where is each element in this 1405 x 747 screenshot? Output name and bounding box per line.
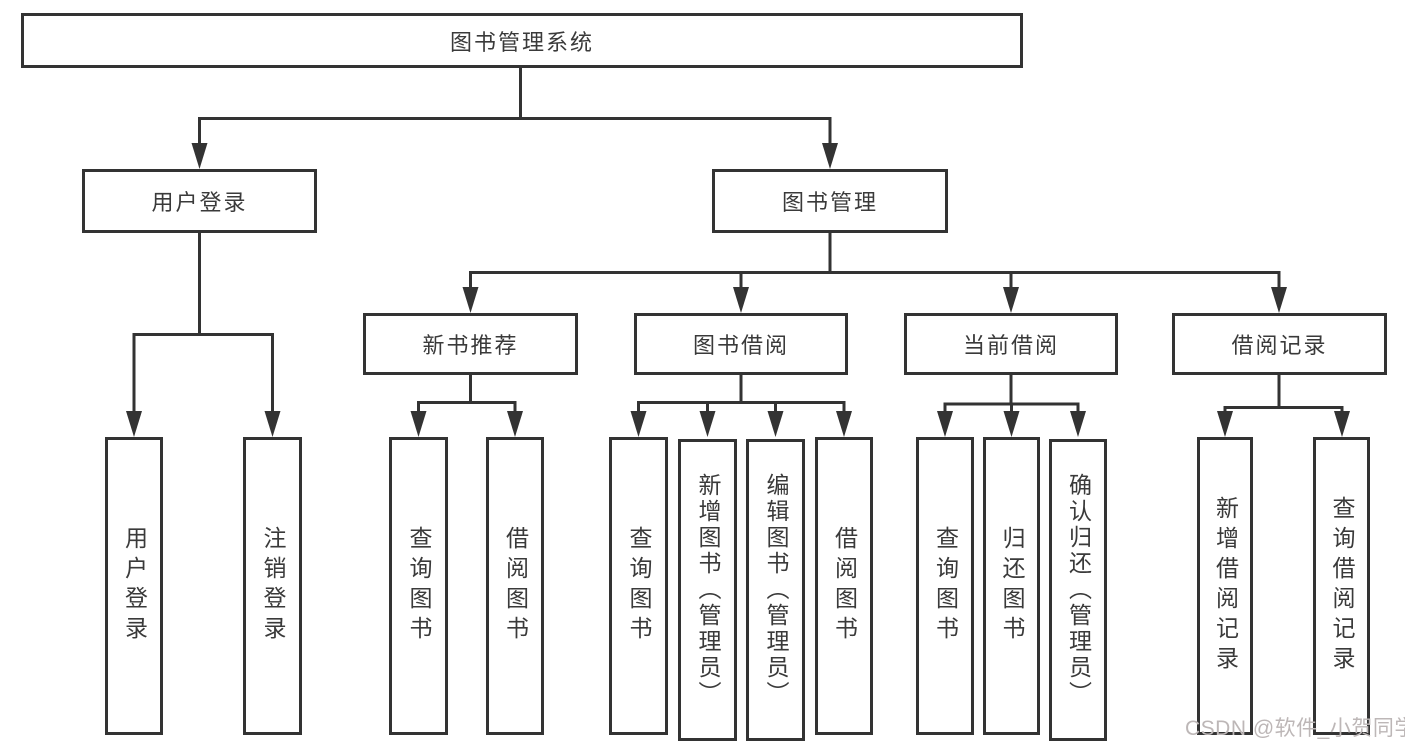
leaf-query-books-3: 查询图书 (916, 437, 974, 735)
leaf-query-books-1: 查询图书 (389, 437, 448, 735)
node-current-borrowing: 当前借阅 (904, 313, 1118, 375)
leaf-logout: 注销登录 (243, 437, 302, 735)
leaf-edit-books-admin: 编辑图书（管理员） (746, 439, 805, 741)
node-book-borrowing: 图书借阅 (634, 313, 848, 375)
leaf-add-borrow-record: 新增借阅记录 (1197, 437, 1253, 735)
leaf-return-books: 归还图书 (983, 437, 1040, 735)
csdn-watermark: CSDN @软件_小贺同学 (1185, 717, 1405, 740)
leaf-query-books-2: 查询图书 (609, 437, 668, 735)
node-new-book-recommendation: 新书推荐 (363, 313, 578, 375)
node-library-system: 图书管理系统 (21, 13, 1023, 68)
leaf-borrow-books-2: 借阅图书 (815, 437, 873, 735)
leaf-borrow-books-1: 借阅图书 (486, 437, 544, 735)
leaf-query-borrow-record: 查询借阅记录 (1313, 437, 1370, 735)
leaf-user-login: 用户登录 (105, 437, 163, 735)
leaf-add-books-admin: 新增图书（管理员） (678, 439, 737, 741)
node-book-management: 图书管理 (712, 169, 948, 233)
node-borrowing-records: 借阅记录 (1172, 313, 1387, 375)
leaf-confirm-return-admin: 确认归还（管理员） (1049, 439, 1107, 741)
node-user-login: 用户登录 (82, 169, 317, 233)
